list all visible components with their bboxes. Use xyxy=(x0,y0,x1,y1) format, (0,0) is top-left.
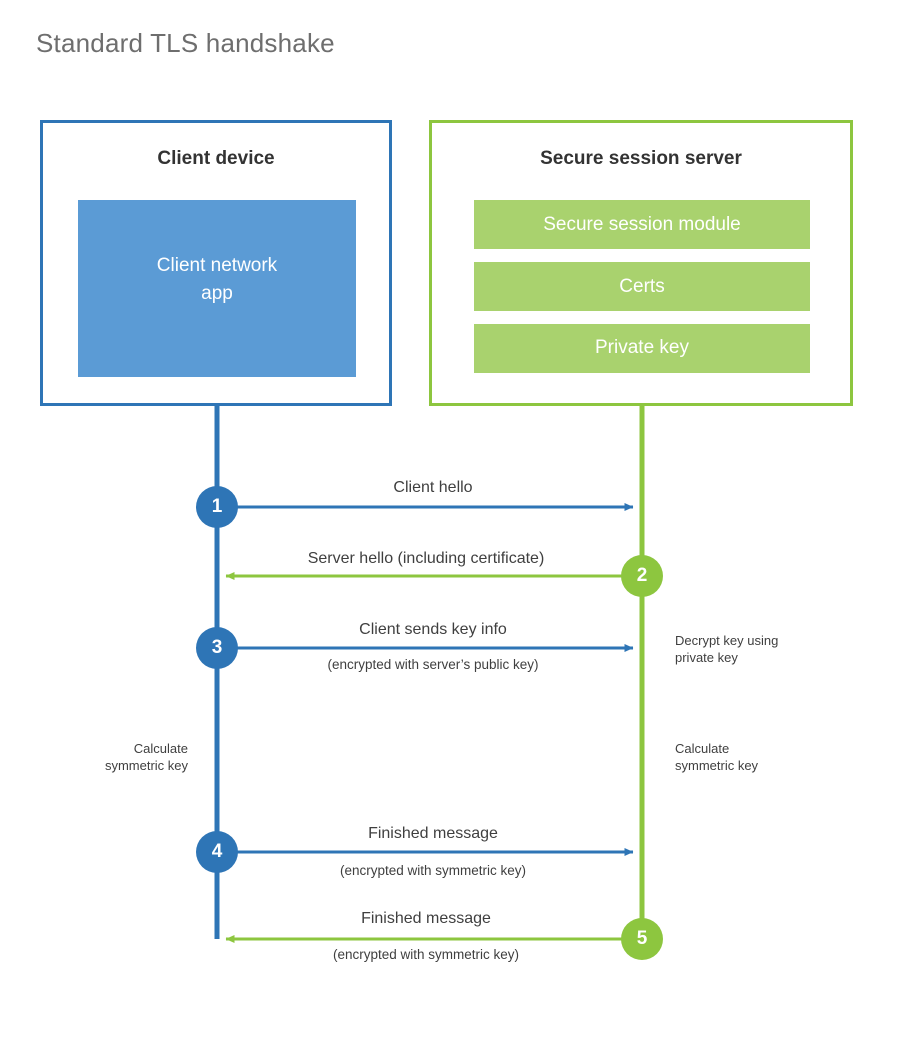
step-3-message-label: Client sends key info xyxy=(359,621,507,638)
step-2-marker[interactable] xyxy=(621,555,663,597)
server-item-label-private-key: Private key xyxy=(595,337,689,358)
note-client-calculate-line1: Calculate xyxy=(133,741,188,756)
step-5-marker[interactable] xyxy=(621,918,663,960)
note-server-calculate-line1: Calculate xyxy=(675,741,730,756)
note-client-calculate-symmetric-key: Calculate symmetric key xyxy=(20,740,188,774)
step-1-number: 1 xyxy=(211,496,223,517)
secure-session-server-panel-title: Secure session server xyxy=(540,148,742,169)
note-server-calculate-line2: symmetric key xyxy=(675,758,759,773)
step-4-message-label: Finished message xyxy=(368,825,498,842)
step-1-marker[interactable] xyxy=(196,486,238,528)
step-2-message-label: Server hello (including certificate) xyxy=(307,550,545,567)
step-3-marker[interactable] xyxy=(196,627,238,669)
note-decrypt-key-line1: Decrypt key using xyxy=(675,633,779,648)
step-5-number: 5 xyxy=(636,928,648,949)
step-1-message-label: Client hello xyxy=(393,479,473,496)
step-4-marker[interactable] xyxy=(196,831,238,873)
server-item-block-private-key xyxy=(474,324,810,373)
page-title: Standard TLS handshake xyxy=(36,28,335,58)
client-device-panel-title: Client device xyxy=(157,148,275,169)
step-4-message-sublabel: (encrypted with symmetric key) xyxy=(339,863,527,878)
step-3-number: 3 xyxy=(211,637,223,658)
step-5-message-sublabel: (encrypted with symmetric key) xyxy=(332,947,520,962)
step-3-message-sublabel: (encrypted with server’s public key) xyxy=(327,657,539,672)
client-network-app-block xyxy=(78,200,356,377)
server-item-block-certs xyxy=(474,262,810,311)
server-item-label-secure-session-module: Secure session module xyxy=(543,214,741,235)
note-decrypt-key-line2: private key xyxy=(675,650,738,665)
note-decrypt-key: Decrypt key using private key xyxy=(675,632,855,666)
server-item-label-certs: Certs xyxy=(619,276,665,297)
step-5-message-label: Finished message xyxy=(361,910,491,927)
client-network-app-label-line2: app xyxy=(201,283,233,304)
step-4-number: 4 xyxy=(211,841,223,862)
note-server-calculate-symmetric-key: Calculate symmetric key xyxy=(675,740,855,774)
note-client-calculate-line2: symmetric key xyxy=(104,758,188,773)
client-network-app-label: Client network app xyxy=(78,252,356,308)
client-network-app-label-line1: Client network xyxy=(156,255,278,276)
server-item-block-secure-session-module xyxy=(474,200,810,249)
step-2-number: 2 xyxy=(636,565,648,586)
